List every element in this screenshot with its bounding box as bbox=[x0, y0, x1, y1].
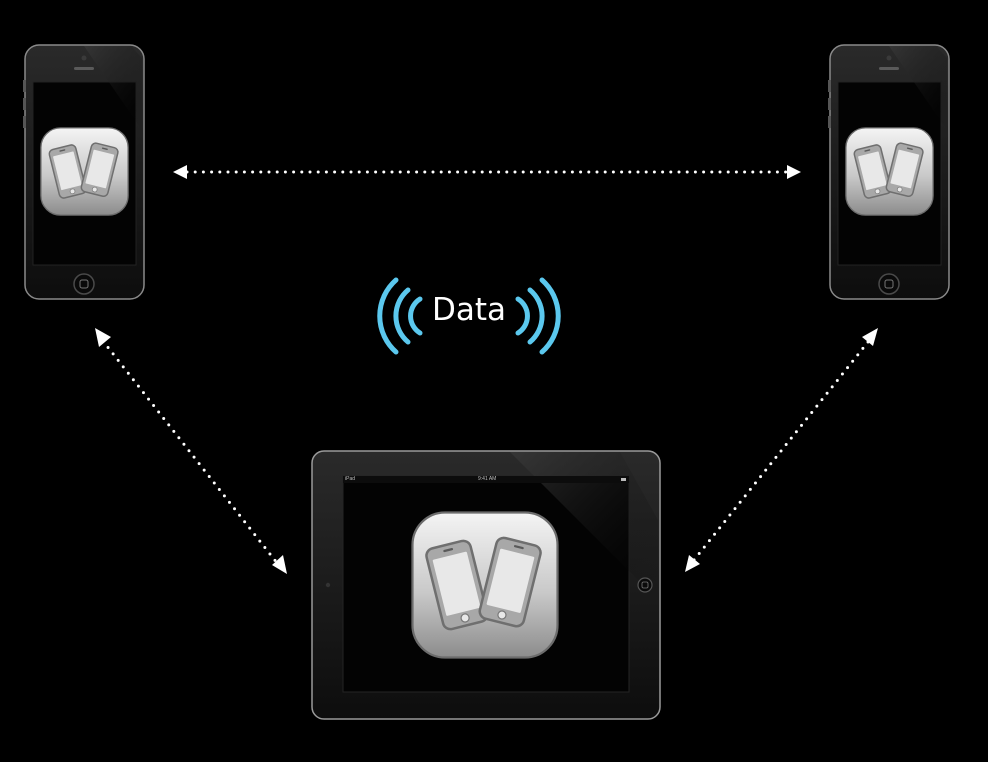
iphone-left bbox=[23, 44, 145, 300]
data-label: Data bbox=[431, 292, 507, 328]
ipad-time-label: 9:41 AM bbox=[478, 476, 497, 482]
iphone-right bbox=[828, 44, 950, 300]
link-right bbox=[685, 328, 878, 572]
wave-left-icon bbox=[377, 277, 423, 355]
ipad-carrier-label: iPad bbox=[345, 476, 356, 482]
link-left bbox=[95, 328, 287, 574]
devices-swap-icon bbox=[41, 128, 128, 215]
wave-right-icon bbox=[515, 277, 561, 355]
ipad-bottom bbox=[311, 450, 661, 720]
devices-swap-icon bbox=[846, 128, 933, 215]
devices-swap-icon bbox=[412, 512, 557, 657]
link-top bbox=[173, 165, 801, 179]
